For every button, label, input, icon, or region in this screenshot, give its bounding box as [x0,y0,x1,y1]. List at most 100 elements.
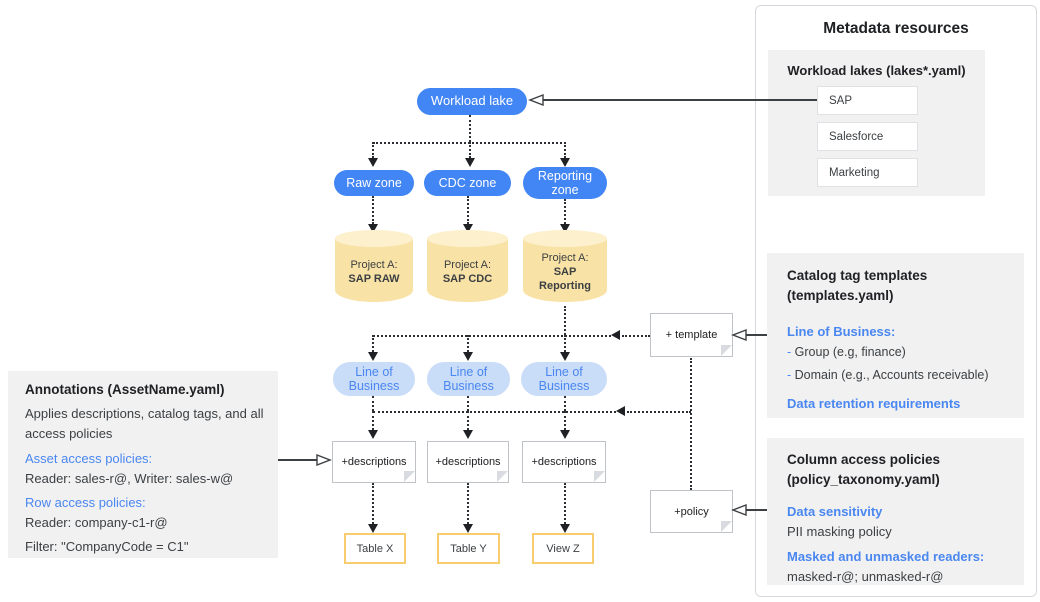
lake-item-salesforce: Salesforce [817,122,918,151]
connector-template-policy [690,358,692,490]
readers-value: masked-r@; unmasked-r@ [787,569,944,584]
column-policies-title: Column access policies (policy_taxonomy.… [787,452,941,487]
cdc-zone-node: CDC zone [424,170,511,196]
connector [467,483,469,524]
workload-lake-node: Workload lake [417,88,527,115]
lob-node-2: Line of Business [427,362,510,396]
connector-template [622,335,650,337]
arrowhead [463,352,473,361]
catalog-bullet-domain: - Domain (e.g., Accounts receivable) [787,368,989,382]
db-label-line2: SAP RAW [348,273,400,285]
catalog-bullet-group: - Group (e.g, finance) [787,345,906,359]
open-arrowhead-right [316,454,332,466]
bullet-dash: - [787,345,792,359]
link-sap-to-lake [543,99,817,101]
branch-line-descriptions [373,411,616,413]
policy-note: +policy [650,490,733,533]
arrowhead [560,158,570,167]
arrowhead [463,224,473,233]
link-catalog-to-template [745,334,767,336]
db-label-line1: Project A: [541,251,589,264]
arrowhead [560,524,570,533]
readers-heading: Masked and unmasked readers: [787,549,985,564]
connector [372,335,374,352]
open-arrowhead-left [731,329,747,341]
bullet-text: Group (e.g, finance) [794,345,906,359]
annotations-title: Annotations (AssetName.yaml) [25,382,225,397]
arrowhead [465,158,475,167]
connector [467,396,469,411]
db-label-line1: Project A: [443,258,492,271]
sensitivity-value: PII masking policy [787,524,892,539]
project-sap-cdc-db: Project A: SAP CDC [427,230,508,302]
bullet-dash: - [787,368,792,382]
retention-heading: Data retention requirements [787,396,961,411]
connector [372,411,374,430]
catalog-templates-title: Catalog tag templates (templates.yaml) [787,268,928,303]
branch-line-lob [373,335,611,337]
descriptions-note-2: +descriptions [427,441,509,483]
connector-cdc [469,142,471,158]
row-access-label: Row access policies: [25,495,146,510]
workload-lakes-title: Workload lakes (lakes*.yaml) [787,63,966,78]
asset-access-label: Asset access policies: [25,451,153,466]
bullet-text: Domain (e.g., Accounts receivable) [794,368,989,382]
workload-lakes-section: Workload lakes (lakes*.yaml) SAP Salesfo… [768,50,985,196]
raw-zone-node: Raw zone [334,170,414,196]
arrowhead [560,430,570,439]
connector [564,335,566,352]
lob-heading: Line of Business: [787,324,896,339]
db-label-line2: SAP Reporting [539,265,591,293]
arrowhead [560,224,570,233]
arrowhead [368,224,378,233]
filter-value: Filter: "CompanyCode = C1" [25,539,189,554]
link-policies-to-policy [745,509,767,511]
connector [564,306,566,335]
connector [467,335,469,352]
arrowhead [368,524,378,533]
arrowhead [463,524,473,533]
table-y-node: Table Y [437,533,500,564]
lake-item-sap: SAP [817,86,918,115]
arrowhead [560,352,570,361]
descriptions-note-1: +descriptions [332,441,416,483]
row-access-value: Reader: company-c1-r@ [25,515,168,530]
arrowhead [368,430,378,439]
arrowhead-from-template [616,406,625,416]
db-label-line2: SAP CDC [442,273,493,285]
connector [564,199,566,224]
connector [372,483,374,524]
catalog-templates-section: Catalog tag templates (templates.yaml) L… [767,253,1024,418]
descriptions-note-3: +descriptions [522,441,606,483]
connector [372,196,374,224]
sensitivity-heading: Data sensitivity [787,504,883,519]
template-note: + template [650,313,733,357]
connector-reporting [564,142,566,158]
connector-raw [372,142,374,158]
arrowhead [368,158,378,167]
open-arrowhead-left [528,94,544,106]
connector [467,196,469,224]
asset-access-value: Reader: sales-r@, Writer: sales-w@ [25,471,234,486]
connector [467,411,469,430]
link-annotations-to-descriptions [278,459,319,461]
arrowhead-from-template [611,330,620,340]
connector [627,411,691,413]
lob-node-1: Line of Business [333,362,415,396]
connector [564,483,566,524]
connector [372,396,374,411]
column-policies-section: Column access policies (policy_taxonomy.… [767,438,1024,585]
arrowhead [463,430,473,439]
metadata-panel-title: Metadata resources [823,20,969,37]
table-x-node: Table X [344,533,406,564]
connector [564,411,566,430]
view-z-node: View Z [532,533,594,564]
project-sap-raw-db: Project A: SAP RAW [335,230,413,302]
annotations-description: Applies descriptions, catalog tags, and … [25,406,264,442]
reporting-zone-node: Reporting zone [523,167,607,199]
connector-lake-branch [469,115,471,142]
open-arrowhead-left [731,504,747,516]
connector [564,396,566,411]
project-sap-reporting-db: Project A: SAP Reporting [523,230,607,302]
